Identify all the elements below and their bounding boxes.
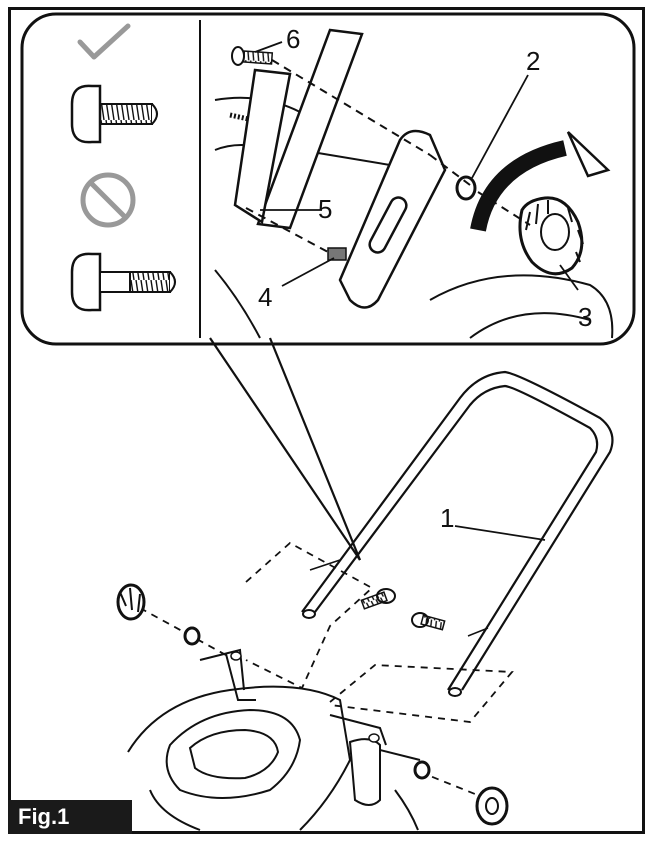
callout-leader-1 bbox=[454, 525, 546, 541]
washer-left bbox=[183, 626, 201, 646]
washer-detail bbox=[455, 175, 477, 201]
detail-inset: 6 2 3 5 4 bbox=[20, 12, 636, 346]
knob-detail bbox=[518, 196, 584, 276]
callout-5: 5 bbox=[318, 194, 332, 224]
correct-bolt bbox=[70, 84, 158, 144]
rotate-arrow-icon bbox=[470, 131, 611, 232]
callout-3: 3 bbox=[578, 302, 592, 332]
u-handle bbox=[301, 370, 614, 691]
assembly-guide-lines bbox=[245, 59, 531, 253]
incorrect-bolt bbox=[70, 252, 176, 312]
callout-2: 2 bbox=[526, 46, 540, 76]
check-icon bbox=[77, 23, 131, 60]
carriage-bolt-detail bbox=[231, 46, 274, 66]
figure-frame bbox=[8, 7, 645, 834]
mower-pivot-left bbox=[230, 651, 242, 661]
mounting-region-guides bbox=[139, 541, 514, 801]
knob-right bbox=[475, 786, 509, 826]
magnifier-cone bbox=[209, 337, 362, 561]
handle-bolt-right bbox=[411, 612, 446, 631]
handle-tube-detail bbox=[233, 28, 364, 230]
mower-pivot-right bbox=[368, 733, 380, 743]
callout-leaders bbox=[254, 41, 579, 291]
tube-end-right bbox=[448, 687, 462, 697]
callout-4: 4 bbox=[258, 282, 272, 312]
figure-label: Fig.1 bbox=[8, 800, 132, 834]
stud-detail bbox=[327, 247, 347, 261]
bracket-detail bbox=[338, 129, 447, 309]
callout-1: 1 bbox=[440, 503, 454, 533]
tube-end-left bbox=[302, 609, 316, 619]
mower-body bbox=[127, 648, 421, 831]
knob-left bbox=[116, 583, 146, 621]
prohibited-icon bbox=[80, 172, 136, 228]
handle-bolt-left bbox=[360, 588, 396, 610]
washer-right bbox=[413, 760, 431, 780]
callout-6: 6 bbox=[286, 24, 300, 54]
